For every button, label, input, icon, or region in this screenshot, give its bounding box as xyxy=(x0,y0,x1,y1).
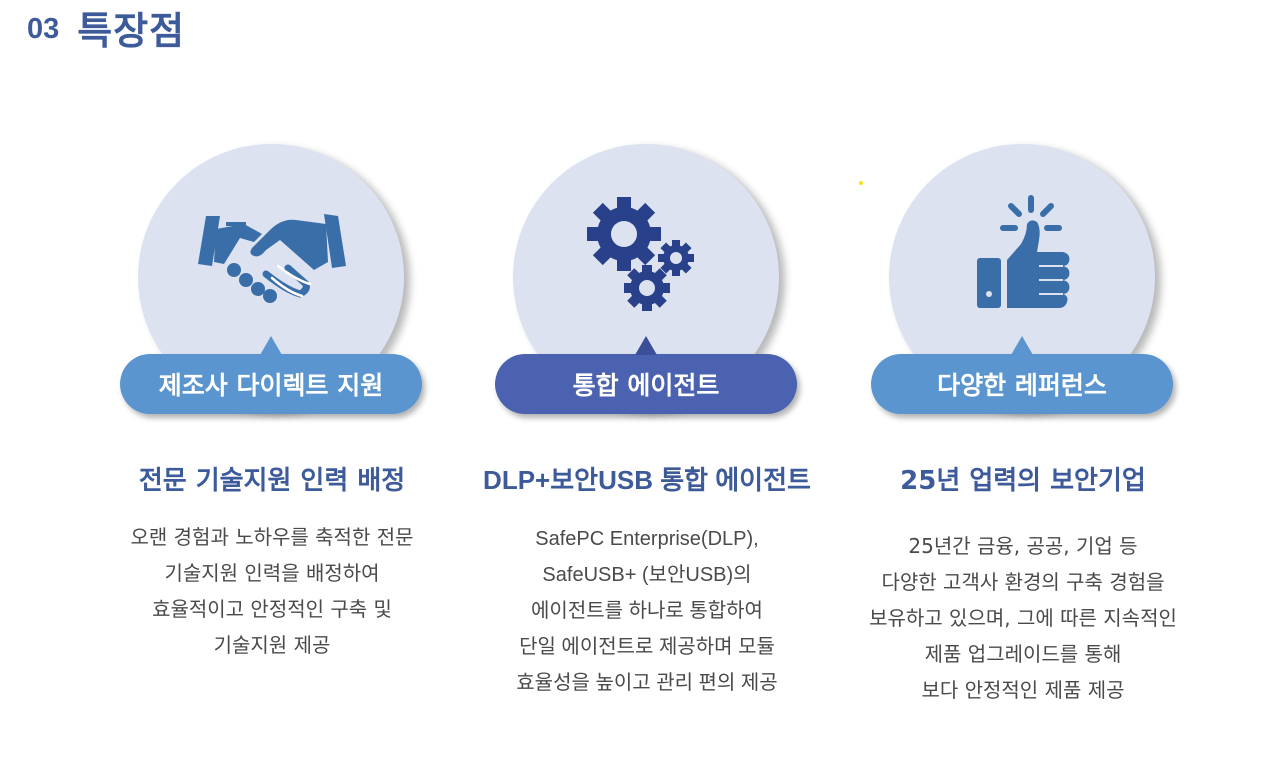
feature-label: 제조사 다이렉트 지원 xyxy=(158,371,384,400)
description-line: 기술지원 제공 xyxy=(213,633,331,657)
pill-arrow xyxy=(260,336,282,355)
description-line: 보유하고 있으며, 그에 따른 지속적인 xyxy=(869,606,1177,630)
handshake-icon xyxy=(198,214,346,303)
description-line: 보다 안정적인 제품 제공 xyxy=(921,678,1125,702)
feature-description: 오랜 경험과 노하우를 축적한 전문 기술지원 인력을 배정하여 효율적이고 안… xyxy=(84,519,460,663)
feature-label-pill: 제조사 다이렉트 지원 xyxy=(120,336,422,414)
description-line: 단일 에이전트로 제공하며 모듈 xyxy=(519,636,775,658)
description-line: 효율성을 높이고 관리 편의 제공 xyxy=(516,672,778,694)
feature-description: 25년간 금융, 공공, 기업 등 다양한 고객사 환경의 구축 경험을 보유하… xyxy=(835,528,1211,708)
description-line: 에이전트를 하나로 통합하여 xyxy=(531,600,763,622)
section-title: 특장점 xyxy=(77,9,186,53)
description-line: SafePC Enterprise(DLP), xyxy=(535,528,759,550)
decorative-dot xyxy=(859,181,863,185)
feature-title: 전문 기술지원 인력 배정 xyxy=(138,466,406,496)
description-line: 효율적이고 안정적인 구축 및 xyxy=(152,597,392,621)
gears-icon xyxy=(587,197,694,311)
description-line: 기술지원 인력을 배정하여 xyxy=(164,561,380,585)
pill-arrow xyxy=(1011,336,1033,355)
thumbs-up-icon xyxy=(977,195,1070,308)
description-line: SafeUSB+ (보안USB)의 xyxy=(542,564,752,586)
feature-description: SafePC Enterprise(DLP), SafeUSB+ (보안USB)… xyxy=(459,521,835,701)
description-line: 다양한 고객사 환경의 구축 경험을 xyxy=(881,570,1165,594)
feature-title: 25년 업력의 보안기업 xyxy=(900,466,1146,496)
description-line: 오랜 경험과 노하우를 축적한 전문 xyxy=(130,525,414,549)
feature-label: 다양한 레퍼런스 xyxy=(937,371,1107,400)
description-line: 25년간 금융, 공공, 기업 등 xyxy=(908,534,1138,558)
section-number: 03 xyxy=(27,13,60,45)
feature-label-pill: 다양한 레퍼런스 xyxy=(871,336,1173,414)
feature-title: DLP+보안USB 통합 에이전트 xyxy=(483,465,811,495)
description-line: 제품 업그레이드를 통해 xyxy=(924,642,1122,666)
feature-label: 통합 에이전트 xyxy=(572,371,720,400)
feature-label-pill: 통합 에이전트 xyxy=(495,336,797,414)
pill-arrow xyxy=(635,336,657,355)
section-header: 03 특장점 xyxy=(27,0,186,53)
